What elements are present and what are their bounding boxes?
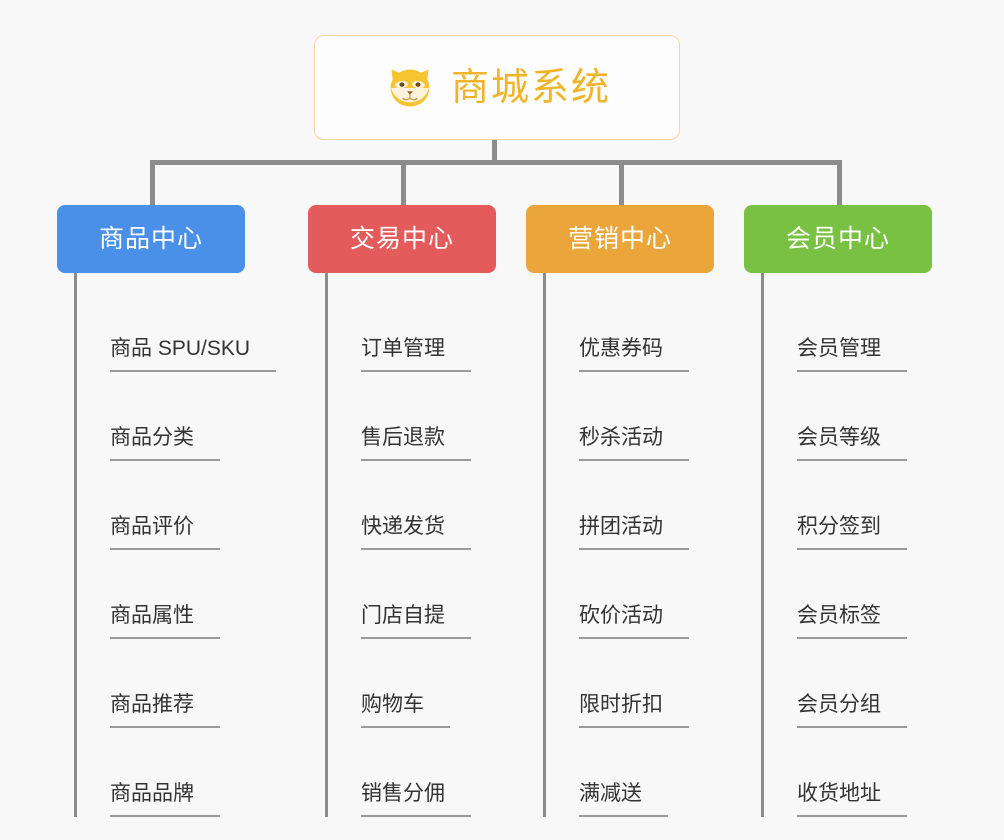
- category-title: 会员中心: [785, 224, 890, 253]
- list-item-label: 会员标签: [797, 605, 907, 639]
- list-item-label: 订单管理: [361, 338, 471, 372]
- item-list-member: 会员管理 会员等级 积分签到 会员标签 会员分组 收货地址: [761, 273, 932, 817]
- list-item[interactable]: 商品分类: [77, 372, 245, 461]
- category-column-product: 商品中心 商品 SPU/SKU 商品分类 商品评价 商品属性 商品推荐 商品品牌: [57, 205, 277, 817]
- category-header-member[interactable]: 会员中心: [744, 205, 932, 273]
- connector-drop-4: [837, 160, 842, 206]
- list-item[interactable]: 商品属性: [77, 550, 245, 639]
- list-item-label: 商品评价: [110, 516, 220, 550]
- category-column-member: 会员中心 会员管理 会员等级 积分签到 会员标签 会员分组 收货地址: [744, 205, 932, 817]
- connector-horizontal-bar: [150, 160, 842, 165]
- list-item[interactable]: 快递发货: [328, 461, 496, 550]
- list-item[interactable]: 会员标签: [764, 550, 932, 639]
- list-item[interactable]: 购物车: [328, 639, 496, 728]
- list-item[interactable]: 秒杀活动: [546, 372, 714, 461]
- list-item[interactable]: 商品评价: [77, 461, 245, 550]
- list-item-label: 快递发货: [361, 516, 471, 550]
- category-title: 交易中心: [349, 224, 454, 253]
- list-item[interactable]: 优惠券码: [546, 283, 714, 372]
- list-item-label: 秒杀活动: [579, 427, 689, 461]
- list-item-label: 砍价活动: [579, 605, 689, 639]
- connector-drop-1: [150, 160, 155, 206]
- list-item-label: 积分签到: [797, 516, 907, 550]
- category-title: 商品中心: [98, 224, 203, 253]
- list-item[interactable]: 商品品牌: [77, 728, 245, 817]
- category-column-trade: 交易中心 订单管理 售后退款 快递发货 门店自提 购物车 销售分佣: [308, 205, 496, 817]
- list-item[interactable]: 售后退款: [328, 372, 496, 461]
- connector-root-stem: [492, 140, 497, 164]
- list-item-label: 会员分组: [797, 694, 907, 728]
- list-item-label: 会员等级: [797, 427, 907, 461]
- item-list-marketing: 优惠券码 秒杀活动 拼团活动 砍价活动 限时折扣 满减送: [543, 273, 714, 817]
- list-item[interactable]: 门店自提: [328, 550, 496, 639]
- category-column-marketing: 营销中心 优惠券码 秒杀活动 拼团活动 砍价活动 限时折扣 满减送: [526, 205, 714, 817]
- list-item-label: 满减送: [579, 783, 668, 817]
- list-item-label: 商品属性: [110, 605, 220, 639]
- connector-drop-2: [401, 160, 406, 206]
- list-item[interactable]: 会员管理: [764, 283, 932, 372]
- list-item[interactable]: 销售分佣: [328, 728, 496, 817]
- list-item-label: 会员管理: [797, 338, 907, 372]
- list-item[interactable]: 商品 SPU/SKU: [77, 283, 277, 372]
- connector-drop-3: [619, 160, 624, 206]
- list-item[interactable]: 商品推荐: [77, 639, 245, 728]
- category-header-marketing[interactable]: 营销中心: [526, 205, 714, 273]
- list-item-label: 销售分佣: [361, 783, 471, 817]
- list-item-label: 购物车: [361, 694, 450, 728]
- list-item-label: 门店自提: [361, 605, 471, 639]
- list-item[interactable]: 满减送: [546, 728, 714, 817]
- list-item[interactable]: 积分签到: [764, 461, 932, 550]
- category-title: 营销中心: [567, 224, 672, 253]
- list-item-label: 拼团活动: [579, 516, 689, 550]
- list-item-label: 商品 SPU/SKU: [110, 338, 277, 372]
- root-node[interactable]: 商城系统: [314, 35, 680, 140]
- category-header-product[interactable]: 商品中心: [57, 205, 245, 273]
- list-item[interactable]: 会员等级: [764, 372, 932, 461]
- list-item-label: 商品分类: [110, 427, 220, 461]
- list-item-label: 限时折扣: [579, 694, 689, 728]
- list-item[interactable]: 订单管理: [328, 283, 496, 372]
- list-item-label: 商品推荐: [110, 694, 220, 728]
- list-item[interactable]: 拼团活动: [546, 461, 714, 550]
- list-item-label: 收货地址: [797, 783, 907, 817]
- item-list-trade: 订单管理 售后退款 快递发货 门店自提 购物车 销售分佣: [325, 273, 496, 817]
- list-item-label: 售后退款: [361, 427, 471, 461]
- list-item[interactable]: 会员分组: [764, 639, 932, 728]
- list-item[interactable]: 收货地址: [764, 728, 932, 817]
- list-item[interactable]: 限时折扣: [546, 639, 714, 728]
- root-title: 商城系统: [450, 66, 611, 109]
- category-header-trade[interactable]: 交易中心: [308, 205, 496, 273]
- list-item[interactable]: 砍价活动: [546, 550, 714, 639]
- shiba-dog-face-icon: [390, 68, 430, 107]
- list-item-label: 商品品牌: [110, 783, 220, 817]
- item-list-product: 商品 SPU/SKU 商品分类 商品评价 商品属性 商品推荐 商品品牌: [74, 273, 277, 817]
- list-item-label: 优惠券码: [579, 338, 689, 372]
